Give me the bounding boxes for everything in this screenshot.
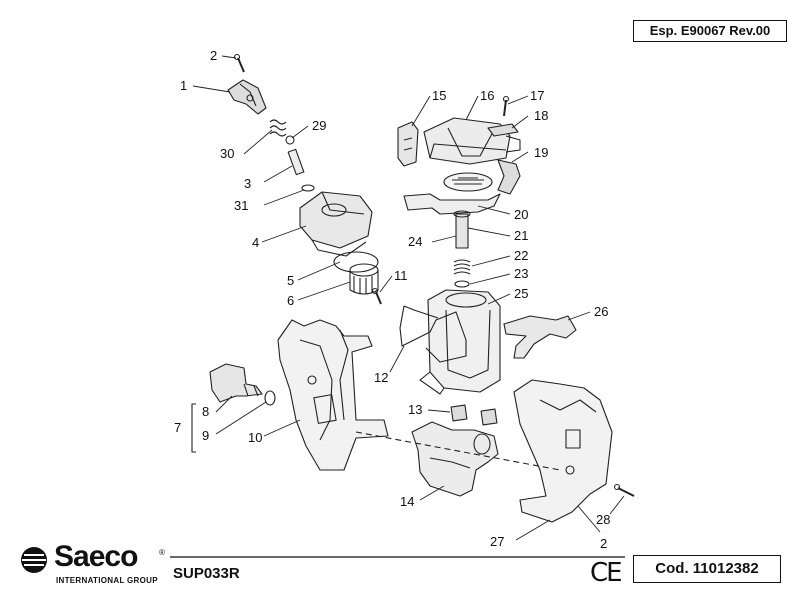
callout-9: 9 [202, 428, 209, 443]
callout-14: 14 [400, 494, 414, 509]
callout-6: 6 [287, 293, 294, 308]
part-11-screw [371, 287, 382, 305]
part-13-block-b [480, 408, 498, 426]
leader-lines [192, 55, 625, 541]
callout-5: 5 [287, 273, 294, 288]
part-22-spring [453, 259, 471, 275]
bracket-7 [191, 403, 196, 453]
part-24-shaft [453, 210, 471, 249]
callout-30: 30 [220, 146, 234, 161]
callout-16: 16 [480, 88, 494, 103]
part-17-screw [502, 95, 510, 117]
callout-8: 8 [202, 404, 209, 419]
callout-2-bottom: 2 [600, 536, 607, 551]
assembly-dashed-line [355, 431, 561, 471]
part-25-brew-chamber [419, 289, 501, 395]
callout-21: 21 [514, 228, 528, 243]
part-23-washer [454, 280, 470, 288]
part-10-left-frame [277, 319, 389, 471]
cod-box: Cod. 11012382 [633, 555, 781, 583]
callout-22: 22 [514, 248, 528, 263]
callout-13: 13 [408, 402, 422, 417]
part-13-block-a [450, 404, 468, 422]
callout-2-top: 2 [210, 48, 217, 63]
callout-25: 25 [514, 286, 528, 301]
part-27-right-frame [513, 379, 613, 523]
part-12-wire [399, 305, 467, 363]
part-2-screw [233, 53, 245, 73]
callout-20: 20 [514, 207, 528, 222]
callout-labels: 2 1 29 30 3 31 4 5 6 11 15 16 17 18 19 2… [174, 48, 610, 551]
saeco-logo-mark [21, 547, 47, 573]
cod-text: Cod. 11012382 [655, 560, 759, 577]
callout-10: 10 [248, 430, 262, 445]
callout-28: 28 [596, 512, 610, 527]
part-26-lever [503, 315, 577, 359]
callout-24: 24 [408, 234, 422, 249]
callout-27: 27 [490, 534, 504, 549]
callout-31: 31 [234, 198, 248, 213]
part-8-valve [209, 363, 263, 403]
part-3-pin [287, 148, 305, 176]
callout-17: 17 [530, 88, 544, 103]
brand-subtitle: INTERNATIONAL GROUP [56, 576, 158, 585]
part-strainer-disc [443, 172, 493, 192]
part-19-latch [497, 159, 521, 195]
part-9-oring [264, 390, 276, 406]
part-20-tray [403, 193, 501, 215]
ce-mark: CE [590, 558, 623, 588]
callout-29: 29 [312, 118, 326, 133]
spec-reference-text: Esp. E90067 Rev.00 [649, 23, 771, 38]
part-6-filter [349, 263, 379, 295]
spec-reference-box: Esp. E90067 Rev.00 [633, 20, 787, 42]
brand-registered-mark: ® [159, 548, 165, 557]
callout-3: 3 [244, 176, 251, 191]
callout-26: 26 [594, 304, 608, 319]
callout-4: 4 [252, 235, 259, 250]
callout-19: 19 [534, 145, 548, 160]
callout-12: 12 [374, 370, 388, 385]
callout-11: 11 [394, 268, 408, 283]
part-15-clip [397, 121, 419, 167]
callout-7: 7 [174, 420, 181, 435]
callout-15: 15 [432, 88, 446, 103]
part-30-spring [269, 119, 287, 137]
model-code: SUP033R [173, 565, 240, 582]
callout-1: 1 [180, 78, 187, 93]
part-18-latch [487, 123, 519, 137]
part-28-screw [613, 483, 635, 497]
part-4-piston-head [299, 191, 373, 257]
part-5-gasket [333, 251, 379, 273]
part-1-lever [227, 79, 267, 115]
callout-23: 23 [514, 266, 528, 281]
callout-18: 18 [534, 108, 548, 123]
part-14-carriage [411, 421, 499, 497]
brand-name: Saeco [54, 540, 138, 573]
part-31-ring [301, 184, 315, 192]
part-29-ring [285, 135, 295, 145]
